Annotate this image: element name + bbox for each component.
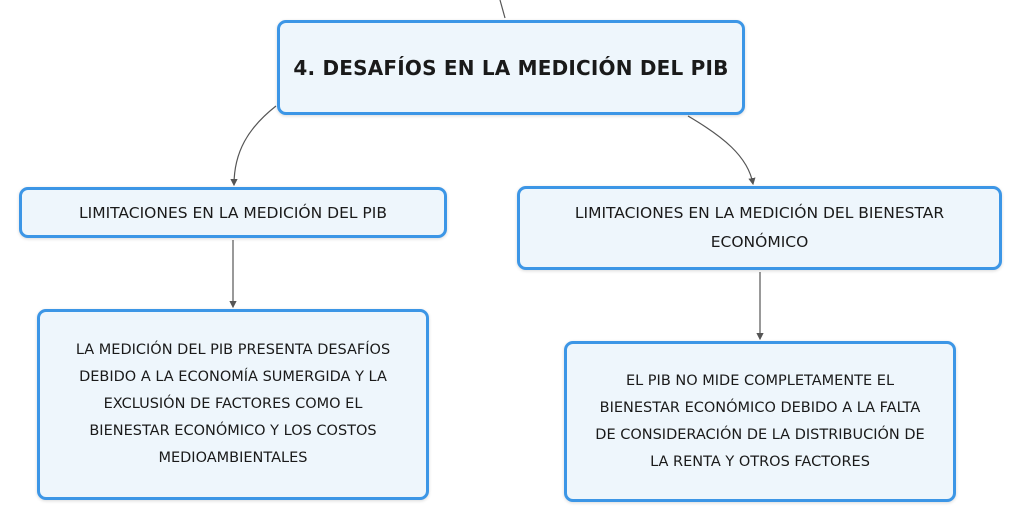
connector-root-to-left [230, 105, 277, 187]
connector-parent-to-root [499, 0, 506, 19]
root-topic-label: 4. DESAFÍOS EN LA MEDICIÓN DEL PIB [293, 55, 729, 80]
detail-node-pib-limitations[interactable]: LA MEDICIÓN DEL PIB PRESENTA DESAFÍOS DE… [37, 309, 429, 500]
subtopic-label-wellbeing-limitations: LIMITACIONES EN LA MEDICIÓN DEL BIENESTA… [574, 204, 945, 251]
connector-root-to-right [687, 115, 756, 186]
subtopic-node-wellbeing-limitations[interactable]: LIMITACIONES EN LA MEDICIÓN DEL BIENESTA… [517, 186, 1002, 270]
detail-text-wellbeing-limitations: EL PIB NO MIDE COMPLETAMENTE EL BIENESTA… [595, 372, 925, 470]
subtopic-label-pib-limitations: LIMITACIONES EN LA MEDICIÓN DEL PIB [79, 203, 387, 222]
detail-text-pib-limitations: LA MEDICIÓN DEL PIB PRESENTA DESAFÍOS DE… [75, 342, 391, 466]
subtopic-node-pib-limitations[interactable]: LIMITACIONES EN LA MEDICIÓN DEL PIB [19, 187, 447, 238]
root-topic-node[interactable]: 4. DESAFÍOS EN LA MEDICIÓN DEL PIB [277, 20, 745, 115]
detail-node-wellbeing-limitations[interactable]: EL PIB NO MIDE COMPLETAMENTE EL BIENESTA… [564, 341, 956, 502]
